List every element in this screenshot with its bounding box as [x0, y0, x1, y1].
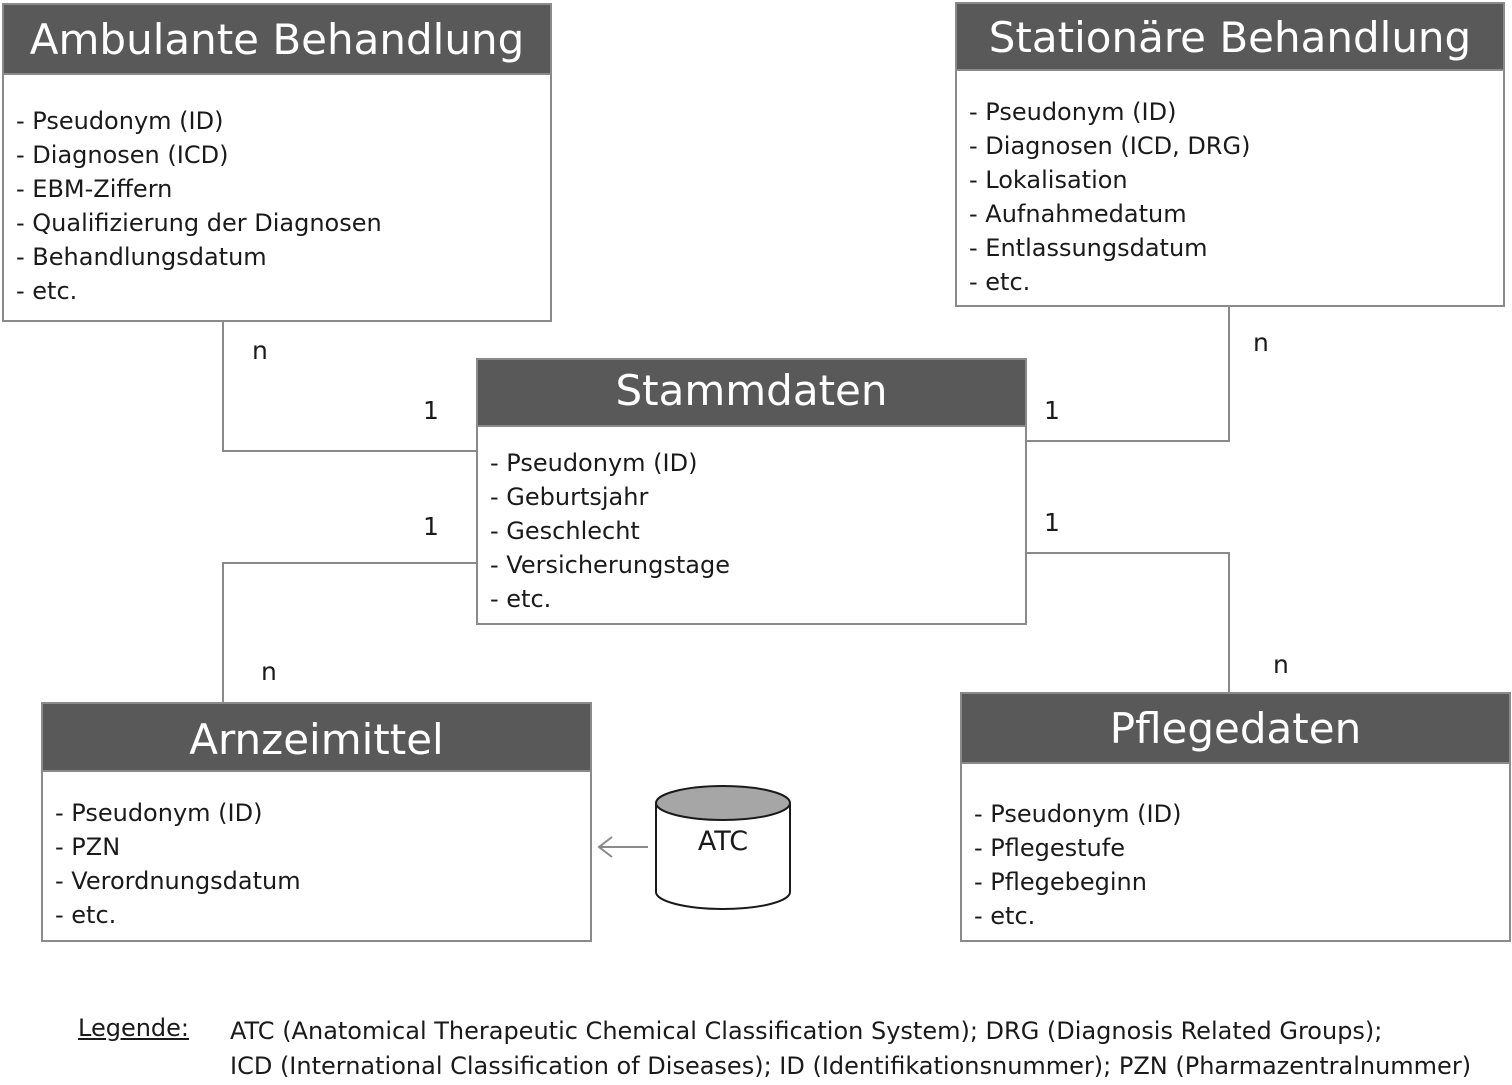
arrow-left-icon — [597, 836, 648, 858]
field-item: - etc. — [490, 585, 552, 613]
field-item: - Aufnahmedatum — [969, 200, 1187, 228]
entity-stationaere-behandlung: Stationäre Behandlung - Pseudonym (ID) -… — [955, 2, 1505, 307]
field-item: - Diagnosen (ICD, DRG) — [969, 132, 1251, 160]
entity-title: Pflegedaten — [962, 694, 1509, 764]
cardinality-arzneimittel-one: 1 — [423, 512, 439, 541]
field-item: - Diagnosen (ICD) — [16, 141, 229, 169]
entity-pflegedaten: Pflegedaten - Pseudonym (ID) - Pflegestu… — [960, 692, 1511, 942]
atc-database-label: ATC — [697, 826, 749, 857]
field-list: - Pseudonym (ID) - PZN - Verordnungsdatu… — [43, 796, 590, 932]
entity-ambulante-behandlung: Ambulante Behandlung - Pseudonym (ID) - … — [2, 3, 552, 322]
entity-title: Ambulante Behandlung — [4, 5, 550, 75]
field-item: - Qualifizierung der Diagnosen — [16, 209, 382, 237]
field-item: - Pflegestufe — [974, 834, 1125, 862]
field-item: - Pseudonym (ID) — [490, 449, 698, 477]
legend-line: ICD (International Classification of Dis… — [230, 1052, 1472, 1080]
cardinality-arzneimittel-many: n — [261, 657, 277, 686]
field-item: - Geschlecht — [490, 517, 640, 545]
field-item: - Entlassungsdatum — [969, 234, 1208, 262]
field-item: - Behandlungsdatum — [16, 243, 267, 271]
field-item: - Lokalisation — [969, 166, 1128, 194]
cardinality-pflegedaten-many: n — [1273, 650, 1289, 679]
field-item: - Geburtsjahr — [490, 483, 649, 511]
cardinality-ambulant-one: 1 — [423, 396, 439, 425]
field-list: - Pseudonym (ID) - Geburtsjahr - Geschle… — [478, 446, 1025, 616]
field-list: - Pseudonym (ID) - Diagnosen (ICD, DRG) … — [957, 95, 1503, 299]
field-item: - Pseudonym (ID) — [969, 98, 1177, 126]
cardinality-pflegedaten-one: 1 — [1044, 508, 1060, 537]
connector-pflegedaten-stammdaten — [1026, 552, 1230, 693]
entity-arzneimittel: Arnzeimittel - Pseudonym (ID) - PZN - Ve… — [41, 702, 592, 942]
legend-title: Legende: — [78, 1014, 190, 1042]
entity-title: Arnzeimittel — [43, 704, 590, 772]
field-item: - Pseudonym (ID) — [55, 799, 263, 827]
atc-database-icon — [655, 785, 791, 910]
field-list: - Pseudonym (ID) - Diagnosen (ICD) - EBM… — [4, 104, 550, 308]
entity-title: Stammdaten — [478, 360, 1025, 427]
field-item: - Verordnungsdatum — [55, 867, 301, 895]
field-item: - Pseudonym (ID) — [974, 800, 1182, 828]
cardinality-ambulant-many: n — [252, 336, 268, 365]
connector-ambulant-stammdaten — [222, 321, 477, 452]
field-item: - etc. — [55, 901, 117, 929]
legend-line: ATC (Anatomical Therapeutic Chemical Cla… — [230, 1017, 1383, 1045]
cardinality-stationaer-one: 1 — [1044, 396, 1060, 425]
cardinality-stationaer-many: n — [1253, 328, 1269, 357]
field-item: - etc. — [16, 277, 78, 305]
entity-title: Stationäre Behandlung — [957, 4, 1503, 71]
field-item: - etc. — [974, 902, 1036, 930]
connector-stationaer-stammdaten — [1026, 306, 1230, 442]
field-item: - Versicherungstage — [490, 551, 730, 579]
entity-stammdaten: Stammdaten - Pseudonym (ID) - Geburtsjah… — [476, 358, 1027, 625]
field-list: - Pseudonym (ID) - Pflegestufe - Pflegeb… — [962, 797, 1509, 933]
connector-arzneimittel-stammdaten — [222, 562, 477, 703]
field-item: - etc. — [969, 268, 1031, 296]
field-item: - Pflegebeginn — [974, 868, 1147, 896]
field-item: - EBM-Ziffern — [16, 175, 173, 203]
field-item: - PZN — [55, 833, 121, 861]
field-item: - Pseudonym (ID) — [16, 107, 224, 135]
legend-text: ATC (Anatomical Therapeutic Chemical Cla… — [230, 1014, 1471, 1084]
